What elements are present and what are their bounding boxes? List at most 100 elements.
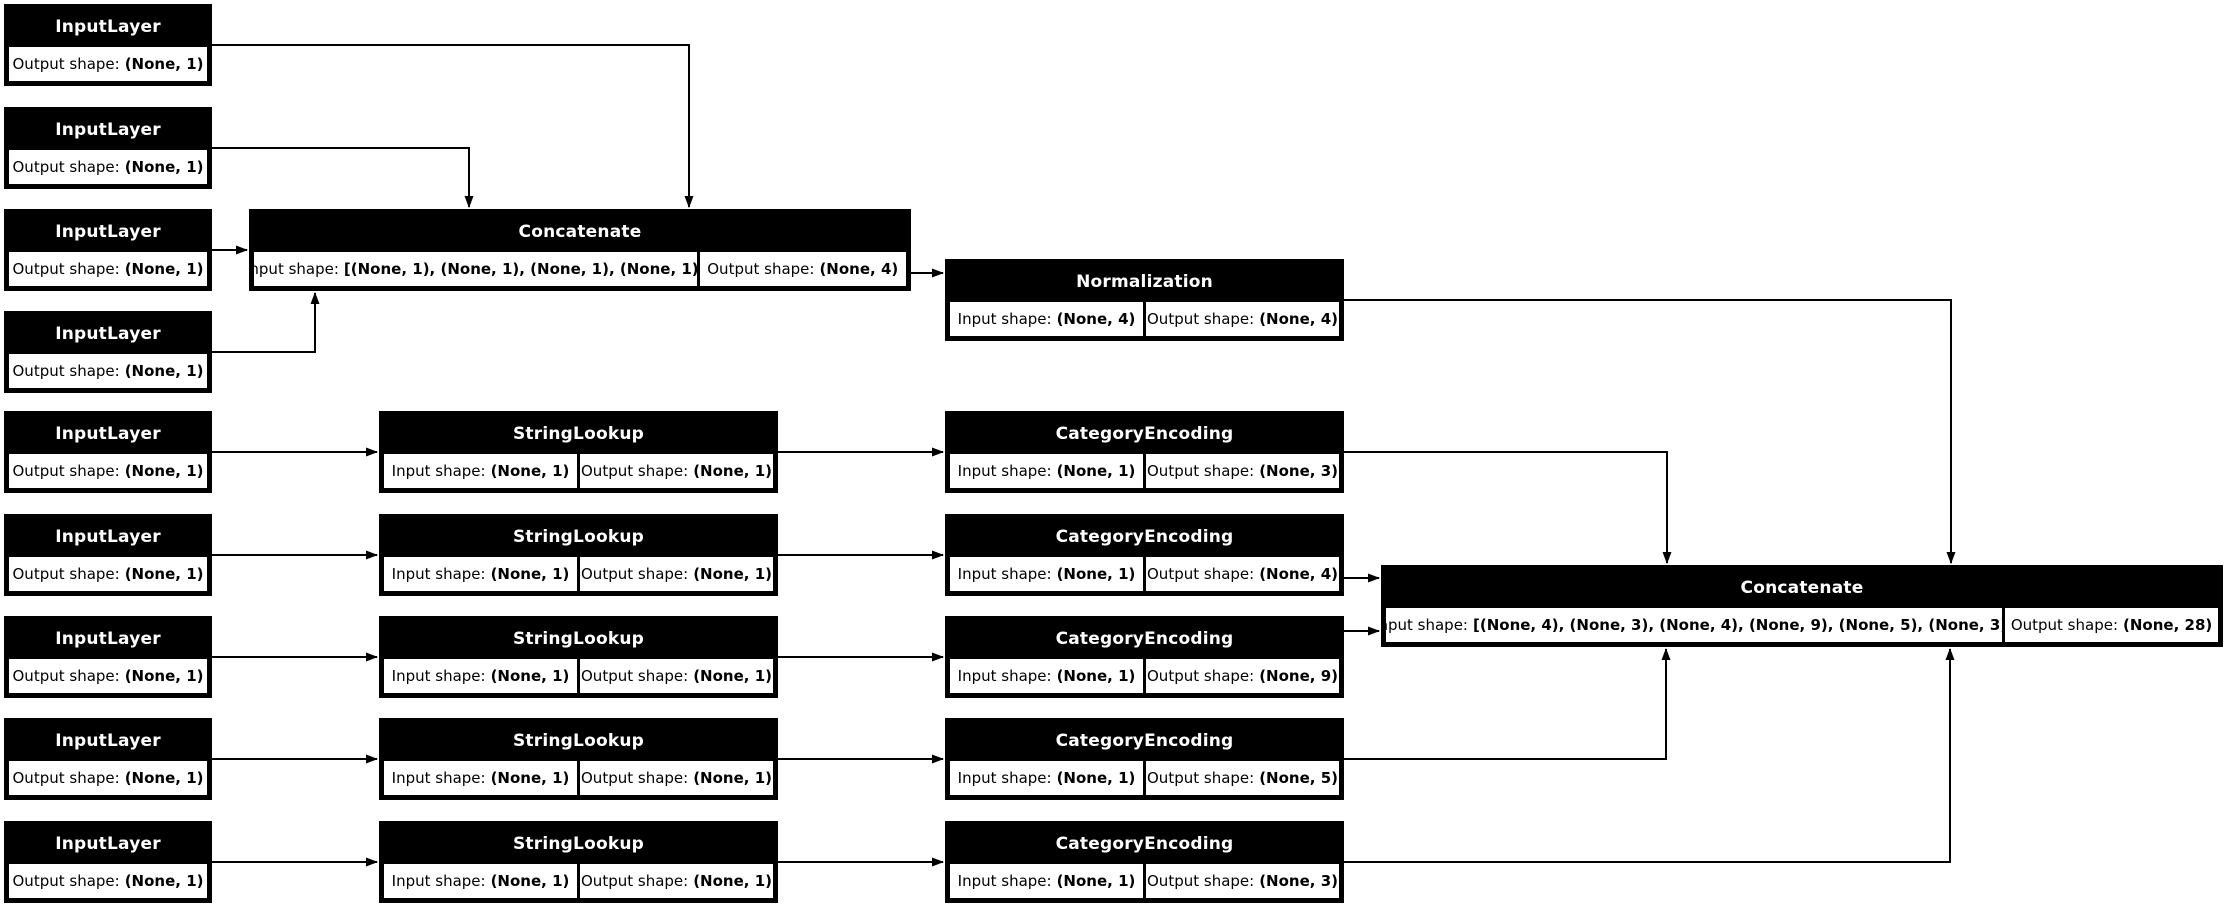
shape-label: Input shape: <box>957 872 1052 890</box>
node-body: Output shape:(None, 1) <box>6 354 210 391</box>
shape-cell: Output shape:(None, 4) <box>699 252 906 286</box>
shape-label: Input shape: <box>391 462 486 480</box>
node-body: Input shape:(None, 1)Output shape:(None,… <box>381 659 776 696</box>
node-title: CategoryEncoding <box>1055 423 1234 444</box>
shape-value: (None, 4) <box>1259 310 1338 328</box>
shape-label: Input shape: <box>1386 616 1468 634</box>
shape-label: Input shape: <box>391 769 486 787</box>
node-body: Output shape:(None, 1) <box>6 150 210 187</box>
shape-label: Input shape: <box>957 310 1052 328</box>
shape-cell: Output shape:(None, 1) <box>9 150 207 184</box>
shape-label: Output shape: <box>581 769 689 787</box>
shape-label: Output shape: <box>1147 667 1255 685</box>
shape-label: Input shape: <box>957 462 1052 480</box>
edge-input-4-to-concatenate-1 <box>212 292 320 353</box>
shape-label: Output shape: <box>12 362 120 380</box>
node-title: InputLayer <box>55 833 161 854</box>
shape-value: (None, 4) <box>1259 565 1338 583</box>
node-title: CategoryEncoding <box>1055 526 1234 547</box>
node-body: Input shape:[(None, 1), (None, 1), (None… <box>251 252 909 289</box>
shape-label: Input shape: <box>957 769 1052 787</box>
shape-label: Output shape: <box>1147 565 1255 583</box>
shape-cell: Input shape:(None, 1) <box>384 761 577 795</box>
shape-label: Output shape: <box>12 667 120 685</box>
node-title: InputLayer <box>55 16 161 37</box>
shape-value: (None, 28) <box>2123 616 2213 634</box>
shape-value: (None, 1) <box>693 462 772 480</box>
shape-label: Output shape: <box>581 565 689 583</box>
shape-value: (None, 1) <box>490 769 570 787</box>
edge-category-encoding-4-to-concatenate-2 <box>1344 648 1671 760</box>
shape-value: (None, 9) <box>1259 667 1338 685</box>
shape-value: (None, 1) <box>124 872 204 890</box>
shape-value: (None, 1) <box>490 462 570 480</box>
edge-input-2-to-concatenate-1 <box>212 147 474 208</box>
shape-cell: Input shape:(None, 1) <box>384 659 577 693</box>
shape-value: [(None, 1), (None, 1), (None, 1), (None,… <box>343 260 697 278</box>
shape-label: Output shape: <box>12 158 120 176</box>
shape-cell: Input shape:(None, 1) <box>384 864 577 898</box>
shape-label: Input shape: <box>391 565 486 583</box>
edge-input-1-to-concatenate-1 <box>212 44 694 208</box>
shape-label: Output shape: <box>12 872 120 890</box>
shape-value: (None, 3) <box>1259 872 1338 890</box>
shape-cell: Output shape:(None, 1) <box>9 761 207 795</box>
shape-label: Output shape: <box>1147 769 1255 787</box>
shape-cell: Input shape:(None, 1) <box>950 659 1143 693</box>
node-title: InputLayer <box>55 423 161 444</box>
shape-cell: Output shape:(None, 3) <box>1146 864 1339 898</box>
node-title: StringLookup <box>512 628 645 649</box>
node-body: Output shape:(None, 1) <box>6 761 210 798</box>
shape-cell: Output shape:(None, 4) <box>1146 557 1339 591</box>
shape-value: (None, 1) <box>124 667 204 685</box>
node-body: Input shape:(None, 1)Output shape:(None,… <box>381 557 776 594</box>
shape-cell: Input shape:(None, 1) <box>950 454 1143 488</box>
node-title: StringLookup <box>512 423 645 444</box>
node-body: Input shape:(None, 1)Output shape:(None,… <box>947 864 1342 901</box>
node-title: InputLayer <box>55 628 161 649</box>
shape-value: (None, 1) <box>1056 565 1136 583</box>
shape-value: (None, 1) <box>124 462 204 480</box>
shape-label: Output shape: <box>707 260 815 278</box>
shape-cell: Output shape:(None, 1) <box>9 252 207 286</box>
shape-value: [(None, 4), (None, 3), (None, 4), (None,… <box>1473 616 2003 634</box>
shape-cell: Input shape:(None, 1) <box>384 557 577 591</box>
shape-label: Input shape: <box>391 872 486 890</box>
shape-label: Input shape: <box>957 667 1052 685</box>
node-title: InputLayer <box>55 526 161 547</box>
node-body: Input shape:(None, 1)Output shape:(None,… <box>947 761 1342 798</box>
node-body: Output shape:(None, 1) <box>6 47 210 84</box>
node-body: Input shape:(None, 1)Output shape:(None,… <box>947 659 1342 696</box>
shape-cell: Input shape:(None, 4) <box>950 302 1143 336</box>
shape-value: (None, 4) <box>819 260 899 278</box>
node-body: Output shape:(None, 1) <box>6 659 210 696</box>
shape-cell: Output shape:(None, 1) <box>9 557 207 591</box>
shape-label: Output shape: <box>1147 872 1255 890</box>
shape-label: Input shape: <box>254 260 339 278</box>
node-body: Input shape: [(None, 4), (None, 3), (None… <box>1383 608 2221 645</box>
shape-label: Output shape: <box>12 55 120 73</box>
node-title: CategoryEncoding <box>1055 730 1234 751</box>
edge-normalization-to-concatenate-2 <box>1344 299 1956 564</box>
shape-cell: Output shape:(None, 1) <box>580 864 773 898</box>
node-title: Normalization <box>1076 271 1213 292</box>
shape-value: (None, 1) <box>124 362 204 380</box>
node-title: Concatenate <box>518 221 642 242</box>
shape-value: (None, 1) <box>124 260 204 278</box>
